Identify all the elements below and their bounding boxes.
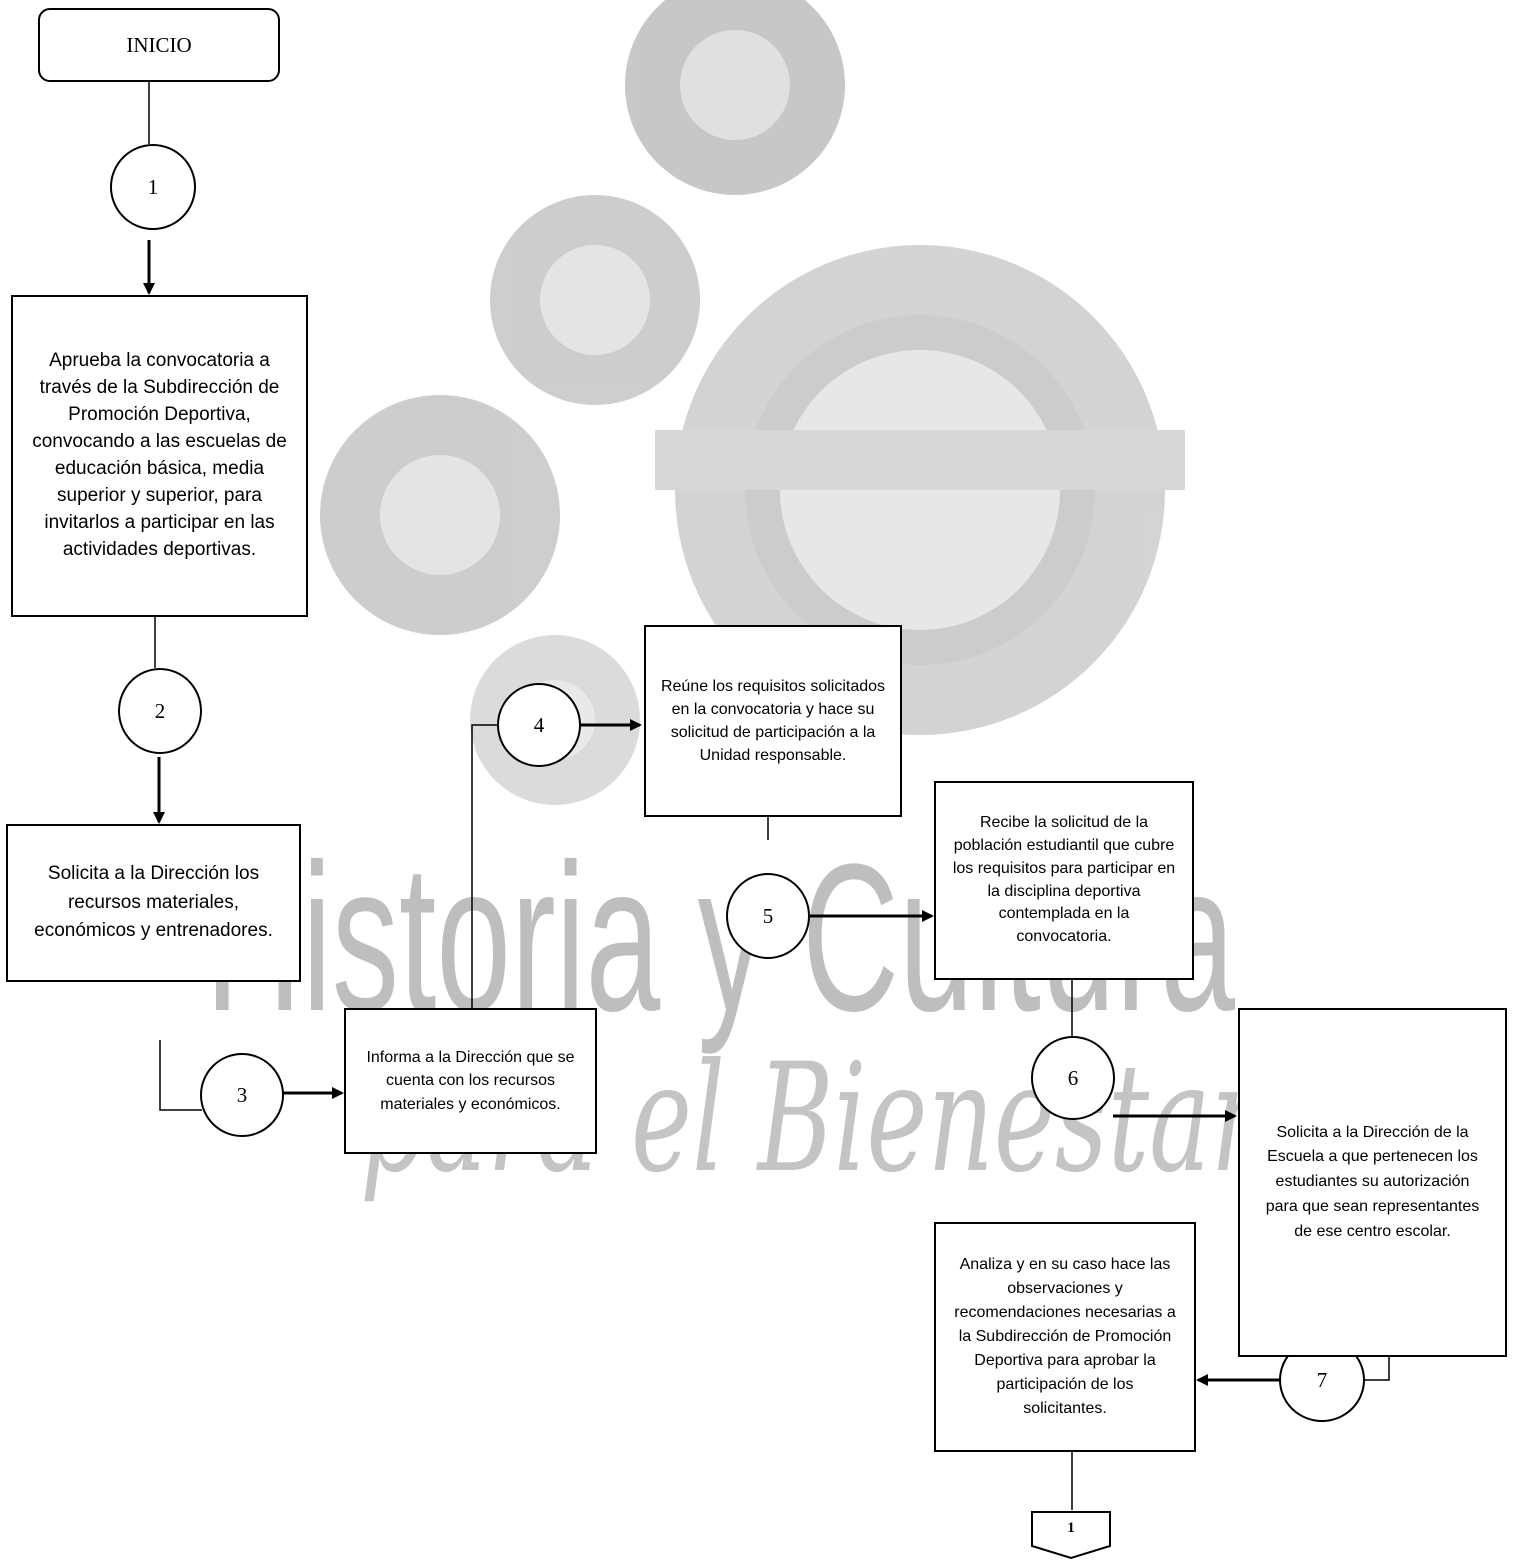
process-text: Aprueba la convocatoria a través de la S…: [32, 350, 287, 560]
process-box-5: Recibe la solicitud de la población estu…: [934, 781, 1194, 980]
process-text: Reúne los requisitos solicitados en la c…: [660, 677, 886, 765]
connector-number: 7: [1316, 1367, 1328, 1392]
offpage-connector: 1: [1030, 1510, 1112, 1560]
start-terminal: INICIO: [38, 8, 280, 82]
emblem-icon: [655, 245, 1185, 735]
process-box-7: Analiza y en su caso hace las observacio…: [934, 1222, 1196, 1452]
offpage-label: 1: [1067, 1520, 1075, 1536]
connector-circle-3: 3: [200, 1053, 284, 1137]
connector-number: 6: [1067, 1065, 1079, 1090]
process-box-4: Reúne los requisitos solicitados en la c…: [644, 625, 902, 817]
connector-line: [159, 1040, 202, 1111]
connector-circle-2: 2: [118, 668, 202, 754]
connector-line: [471, 724, 497, 1008]
process-box-3: Informa a la Dirección que se cuenta con…: [344, 1008, 597, 1154]
connector-number: 3: [236, 1082, 248, 1107]
process-text: Analiza y en su caso hace las observacio…: [954, 1256, 1176, 1417]
start-label: INICIO: [126, 32, 192, 57]
process-box-1: Aprueba la convocatoria a través de la S…: [11, 295, 308, 617]
process-text: Recibe la solicitud de la población estu…: [952, 814, 1176, 945]
connector-number: 4: [533, 712, 545, 737]
connector-number: 1: [147, 174, 159, 199]
process-text: Solicita a la Dirección los recursos mat…: [34, 863, 273, 942]
connector-number: 5: [762, 903, 774, 928]
connector-circle-5: 5: [726, 873, 810, 959]
process-box-6: Solicita a la Dirección de la Escuela a …: [1238, 1008, 1507, 1357]
process-text: Informa a la Dirección que se cuenta con…: [366, 1049, 575, 1113]
process-box-2: Solicita a la Dirección los recursos mat…: [6, 824, 301, 982]
connector-number: 2: [154, 698, 166, 723]
connector-line: [1364, 1355, 1390, 1381]
gear-icon: [490, 195, 700, 405]
offpage-shape: [1031, 1511, 1111, 1560]
process-text: Solicita a la Dirección de la Escuela a …: [1265, 1123, 1480, 1240]
gear-icon: [320, 395, 560, 635]
connector-circle-6: 6: [1031, 1036, 1115, 1120]
connector-circle-4: 4: [497, 683, 581, 767]
gear-icon: [625, 0, 845, 195]
connector-circle-1: 1: [110, 144, 196, 230]
